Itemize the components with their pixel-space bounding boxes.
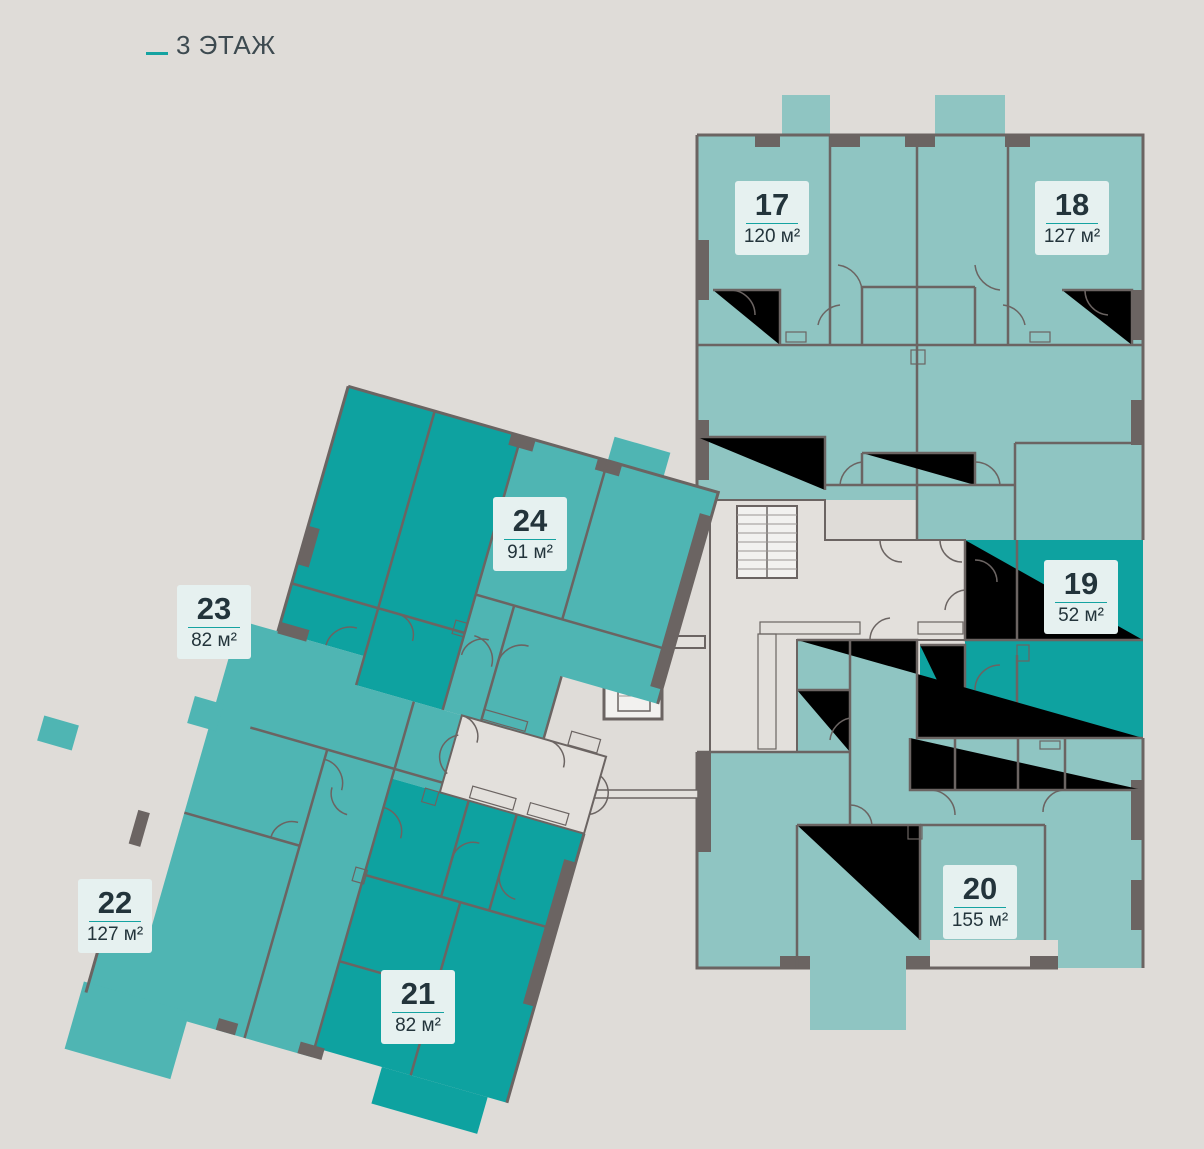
apartment-area: 120 м² — [743, 226, 801, 248]
balcony-18 — [935, 95, 1005, 135]
balcony-21 — [371, 1066, 488, 1134]
apartment-label-17[interactable]: 17 120 м² — [735, 181, 809, 255]
apartment-label-19[interactable]: 19 52 м² — [1044, 560, 1118, 634]
apartment-number: 22 — [97, 884, 133, 920]
right-stairwell — [736, 505, 798, 579]
apartment-label-23[interactable]: 23 82 м² — [177, 585, 251, 659]
apartment-area: 82 м² — [395, 1015, 441, 1037]
apartment-number: 19 — [1063, 565, 1099, 601]
balcony-22c — [37, 715, 79, 751]
apartment-number: 18 — [1054, 186, 1090, 222]
apartment-number: 20 — [962, 870, 998, 906]
apartment-number: 17 — [754, 186, 790, 222]
label-divider — [89, 920, 141, 923]
label-divider — [1046, 222, 1098, 225]
label-divider — [954, 906, 1006, 909]
balcony-20b — [1058, 938, 1142, 968]
balcony-20 — [810, 938, 906, 1030]
apartment-label-20[interactable]: 20 155 м² — [943, 865, 1017, 939]
apartment-label-21[interactable]: 21 82 м² — [381, 970, 455, 1044]
apartment-area: 91 м² — [507, 542, 553, 564]
label-divider — [504, 538, 556, 541]
apartment-number: 24 — [512, 502, 548, 538]
balcony-24 — [606, 436, 671, 480]
balcony-22b — [187, 696, 224, 732]
floor-title: 3 ЭТАЖ — [146, 30, 276, 60]
apartment-label-24[interactable]: 24 91 м² — [493, 497, 567, 571]
label-divider — [746, 222, 798, 225]
apartment-area: 155 м² — [951, 910, 1009, 932]
label-divider — [1055, 601, 1107, 604]
apartment-label-18[interactable]: 18 127 м² — [1035, 181, 1109, 255]
label-divider — [188, 626, 240, 629]
apartment-area: 82 м² — [191, 630, 237, 652]
floor-title-text: 3 ЭТАЖ — [176, 30, 276, 60]
apartment-area: 127 м² — [86, 924, 144, 946]
apartment-number: 21 — [400, 975, 436, 1011]
apartment-number: 23 — [196, 590, 232, 626]
apartment-area: 52 м² — [1058, 605, 1104, 627]
balcony-22 — [64, 981, 190, 1080]
label-divider — [392, 1011, 444, 1014]
apartment-label-22[interactable]: 22 127 м² — [78, 879, 152, 953]
balcony-17 — [782, 95, 830, 135]
apartment-area: 127 м² — [1043, 226, 1101, 248]
floor-title-accent — [146, 52, 168, 55]
